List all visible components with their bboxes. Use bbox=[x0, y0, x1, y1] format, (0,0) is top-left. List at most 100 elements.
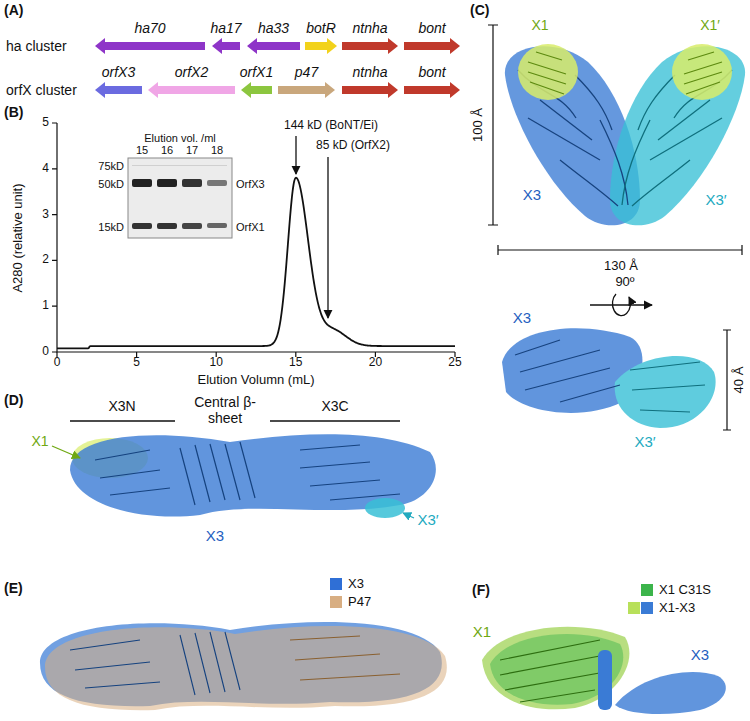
chain-label: X3 bbox=[523, 186, 541, 203]
axis-title: Elution Volumn (mL) bbox=[197, 373, 314, 388]
gene-arrow-shape bbox=[241, 82, 272, 98]
axis-tick-label: 2 bbox=[42, 253, 49, 267]
strand-lines bbox=[290, 636, 400, 680]
peak-pointer bbox=[327, 157, 328, 318]
gel-inset bbox=[207, 180, 227, 186]
panel-letter: (F) bbox=[472, 582, 490, 598]
gene-name: ha17 bbox=[210, 20, 241, 36]
elution-curve bbox=[57, 178, 455, 349]
legend-swatch bbox=[641, 584, 653, 596]
axis-tick-label: 0 bbox=[54, 356, 61, 370]
gene-arrow-shape bbox=[95, 38, 205, 54]
gene-arrow-shape bbox=[404, 82, 460, 98]
gene-arrow-shape bbox=[278, 82, 335, 98]
legend-swatch bbox=[330, 596, 342, 608]
rotation-label: 90º bbox=[615, 275, 634, 290]
strand-lines bbox=[95, 442, 400, 505]
rotation-symbol bbox=[590, 294, 652, 316]
gene-name: ha33 bbox=[258, 20, 289, 36]
x3-helix bbox=[598, 650, 612, 710]
domain-label: X3C bbox=[321, 398, 348, 414]
legend-text: X1 C31S bbox=[659, 582, 711, 597]
gel-inset bbox=[128, 158, 232, 238]
gene-arrow-shape bbox=[305, 38, 337, 54]
peak-label: 85 kD (OrfX2) bbox=[316, 139, 390, 153]
gel-inset bbox=[132, 165, 227, 166]
dimension-label: 130 Å bbox=[604, 259, 638, 274]
x3-prime-ribbon bbox=[622, 120, 650, 205]
chain-label: X1 bbox=[531, 17, 548, 33]
axis-title: A280 (relative unit) bbox=[11, 183, 26, 292]
gene-arrow-shape bbox=[95, 82, 142, 98]
size-marker: 75kD bbox=[98, 160, 124, 173]
gene-name: bont bbox=[418, 20, 445, 36]
size-marker: 15kD bbox=[98, 221, 124, 234]
x1-surface bbox=[518, 44, 578, 100]
x3-prime-ribbon bbox=[638, 75, 675, 130]
axis-tick-label: 20 bbox=[369, 356, 382, 370]
gene-name: botR bbox=[306, 20, 336, 36]
chromatogram-axes bbox=[52, 123, 455, 357]
legend-swatch bbox=[330, 578, 342, 590]
gene-arrow-body bbox=[404, 38, 460, 54]
axis-tick-label: 4 bbox=[42, 162, 49, 176]
gene-arrow: ha33 bbox=[247, 20, 300, 54]
legend-text: X1-X3 bbox=[659, 600, 695, 615]
legend-swatch-part bbox=[641, 602, 653, 614]
gene-arrow-body bbox=[212, 38, 240, 54]
x3-ribbon bbox=[528, 118, 600, 160]
x1-surface bbox=[518, 44, 732, 100]
dimension-bar bbox=[498, 245, 742, 255]
side-ribbon bbox=[630, 362, 705, 412]
panel-letter: (E) bbox=[4, 580, 23, 596]
band-label: OrfX3 bbox=[236, 178, 265, 191]
strand-lines bbox=[180, 442, 255, 505]
x3-prime-ribbon bbox=[632, 160, 690, 206]
gel-inset bbox=[207, 223, 227, 228]
chromatogram-axes bbox=[52, 123, 455, 357]
strand-lines bbox=[300, 445, 400, 500]
gene-arrow: botR bbox=[305, 20, 337, 54]
gel-inset bbox=[128, 158, 232, 238]
gene-arrow-body bbox=[342, 38, 398, 54]
strand-lines bbox=[180, 632, 240, 695]
gene-arrow: ntnha bbox=[342, 64, 398, 98]
gene-arrow: ha17 bbox=[212, 20, 240, 54]
x3-ribbon bbox=[615, 672, 726, 714]
gene-name: orfX3 bbox=[102, 64, 135, 80]
x1-ribbon bbox=[684, 52, 722, 94]
peak-pointer bbox=[296, 136, 328, 318]
panel-letter: (A) bbox=[4, 2, 23, 18]
gel-inset bbox=[132, 179, 152, 187]
axis-tick-label: 10 bbox=[210, 356, 223, 370]
axis-tick-label: 3 bbox=[42, 208, 49, 222]
gene-arrow: orfX3 bbox=[95, 64, 142, 98]
dimension-bar bbox=[488, 25, 742, 430]
gene-arrow: orfX2 bbox=[148, 64, 235, 98]
dimension-bar bbox=[488, 25, 498, 225]
chain-label: X3′ bbox=[705, 191, 726, 208]
gene-arrow-shape bbox=[404, 38, 460, 54]
panel-letter: (C) bbox=[470, 2, 489, 18]
strand-lines bbox=[500, 640, 605, 702]
domain-label: X3N bbox=[108, 398, 135, 414]
gel-inset bbox=[157, 223, 177, 229]
gene-name: ha70 bbox=[134, 20, 165, 36]
gene-arrow-shape bbox=[212, 38, 240, 54]
gene-arrow-body bbox=[95, 38, 205, 54]
gene-arrow-body bbox=[278, 82, 335, 98]
gene-arrow-body bbox=[404, 82, 460, 98]
strand-lines bbox=[70, 640, 160, 688]
gene-arrow-body bbox=[95, 82, 142, 98]
lane-number: 17 bbox=[186, 144, 198, 157]
gene-arrow: bont bbox=[404, 20, 460, 54]
gel-inset bbox=[157, 179, 177, 187]
strand-lines bbox=[70, 632, 400, 695]
gene-arrow-shape bbox=[247, 38, 300, 54]
gel-inset bbox=[132, 223, 152, 229]
peak-label: 144 kD (BoNT/Ei) bbox=[284, 119, 378, 133]
chain-label: X3 bbox=[691, 646, 709, 663]
x3-prime-ribbon bbox=[365, 498, 405, 518]
gene-name: orfX1 bbox=[240, 64, 273, 80]
gene-name: orfX2 bbox=[175, 64, 208, 80]
